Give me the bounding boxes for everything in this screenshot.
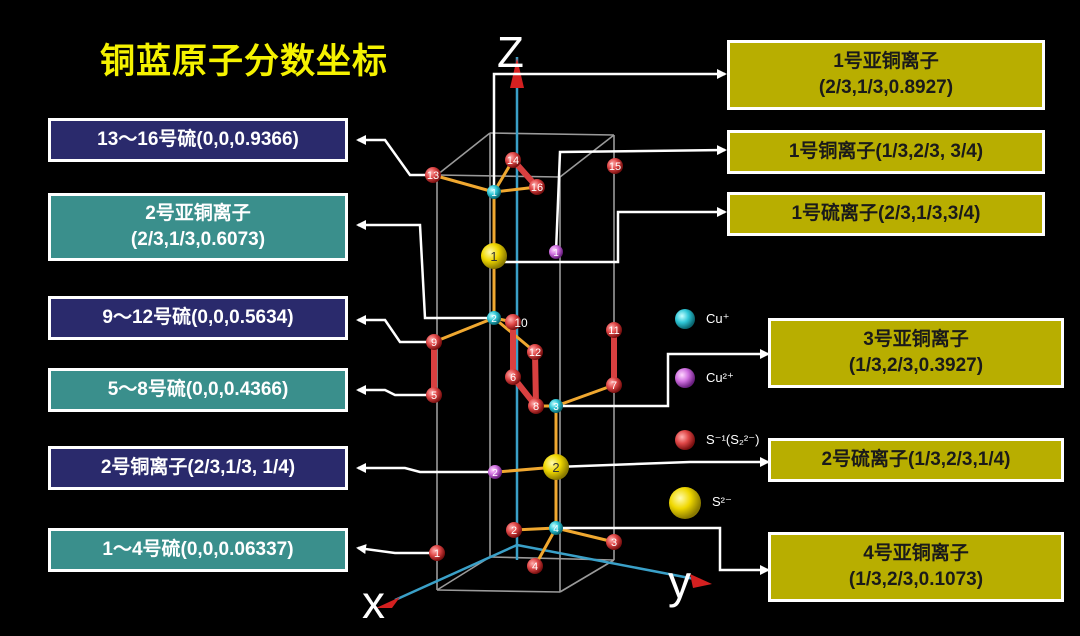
label-cu-plus-1: 1号亚铜离子 (2/3,1/3,0.8927) [727, 40, 1045, 110]
svg-text:12: 12 [529, 347, 541, 359]
label-cu2-1: 1号铜离子(1/3,2/3, 3/4) [727, 130, 1045, 174]
svg-text:1: 1 [434, 548, 440, 560]
svg-text:15: 15 [609, 161, 621, 173]
label-s2-2: 2号硫离子(1/3,2/3,1/4) [768, 438, 1064, 482]
cu2-atom-1: 1 [549, 245, 563, 259]
legend-cu2-marker [675, 368, 695, 388]
label-cu2-2: 2号铜离子(2/3,1/3, 1/4) [48, 446, 348, 490]
legend-s2-marker [669, 487, 701, 519]
legend-cu2-label: Cu²⁺ [706, 370, 734, 385]
bonds [431, 157, 617, 568]
connectors [356, 69, 770, 575]
s-minus-atom-5: 5 [426, 387, 442, 403]
s-minus-atom-11: 11 [606, 322, 622, 338]
legend-cu-plus-marker [675, 309, 695, 329]
svg-text:5: 5 [431, 390, 437, 402]
label-text: 1号硫离子(2/3,1/3,3/4) [791, 203, 981, 225]
label-line2: (2/3,1/3,0.6073) [130, 229, 266, 250]
label-cu-plus-3: 3号亚铜离子 (1/3,2/3,0.3927) [768, 318, 1064, 388]
svg-text:6: 6 [510, 372, 516, 384]
s-minus-atom-8: 8 [528, 398, 544, 414]
s2-atom-2: 2 [543, 454, 569, 480]
label-cu-plus-4: 4号亚铜离子 (1/3,2/3,0.1073) [768, 532, 1064, 602]
svg-text:9: 9 [431, 337, 437, 349]
label-line1: 4号亚铜离子 [863, 543, 969, 565]
cu-plus-atom-2: 2 [487, 311, 501, 325]
s-minus-atom-6: 6 [505, 369, 521, 385]
cu-plus-atom-3: 3 [549, 399, 563, 413]
cu-plus-atom-1: 1 [487, 185, 501, 199]
svg-text:13: 13 [427, 170, 439, 182]
svg-text:11: 11 [608, 325, 619, 337]
svg-text:4: 4 [532, 561, 538, 573]
cu2-atom-2: 2 [488, 465, 502, 479]
legend-markers [669, 309, 701, 519]
s-minus-atom-15: 15 [607, 158, 623, 174]
label-s-1-4: 1～4号硫(0,0,0.06337) [48, 528, 348, 572]
svg-text:10: 10 [514, 316, 528, 330]
label-text: 1～4号硫(0,0,0.06337) [102, 539, 294, 561]
label-line1: 1号亚铜离子 [833, 51, 939, 73]
label-s2-1: 1号硫离子(2/3,1/3,3/4) [727, 192, 1045, 236]
svg-text:2: 2 [492, 468, 498, 479]
label-line2: (1/3,2/3,0.1073) [848, 569, 984, 590]
s-minus-atom-7: 7 [606, 377, 622, 393]
label-line2: (2/3,1/3,0.8927) [818, 77, 954, 98]
svg-text:14: 14 [507, 155, 519, 167]
s-minus-atom-3: 3 [606, 534, 622, 550]
svg-text:1: 1 [491, 188, 497, 199]
y-axis-label: y [668, 556, 691, 608]
axes: Z x y [362, 28, 712, 628]
label-text: 9～12号硫(0,0,0.5634) [102, 307, 294, 329]
x-axis-label: x [362, 576, 385, 628]
s-minus-atom-2: 2 [506, 522, 522, 538]
svg-text:8: 8 [533, 401, 539, 413]
svg-text:1: 1 [490, 249, 497, 264]
label-text: 5～8号硫(0,0,0.4366) [107, 379, 289, 401]
label-text: 2号铜离子(2/3,1/3, 1/4) [100, 457, 296, 479]
s2-atom-1: 1 [481, 243, 507, 269]
svg-text:2: 2 [552, 460, 559, 475]
diagram-title: 铜蓝原子分数坐标 [100, 42, 389, 82]
label-text: 1号铜离子(1/3,2/3, 3/4) [788, 141, 984, 163]
svg-text:1: 1 [553, 248, 559, 259]
label-s-13-16: 13～16号硫(0,0,0.9366) [48, 118, 348, 162]
legend-s2-label: S²⁻ [712, 494, 732, 509]
label-s-9-12: 9～12号硫(0,0,0.5634) [48, 296, 348, 340]
unit-cell [436, 132, 615, 593]
label-line1: 2号亚铜离子 [145, 203, 251, 225]
svg-text:2: 2 [511, 525, 517, 537]
label-s-5-8: 5～8号硫(0,0,0.4366) [48, 368, 348, 412]
s-minus-atom-9: 9 [426, 334, 442, 350]
s-minus-atom-12: 12 [527, 344, 543, 360]
s-minus-atom-16: 16 [529, 179, 545, 195]
svg-text:4: 4 [553, 524, 559, 535]
z-axis-label: Z [497, 28, 524, 77]
s-minus-atom-4: 4 [527, 558, 543, 574]
label-text: 13～16号硫(0,0,0.9366) [97, 129, 299, 151]
legend-cu-plus-label: Cu⁺ [706, 311, 730, 326]
atoms: 1 2 3 4 5 6 7 8 9 10 11 12 13 14 15 16 1… [425, 152, 623, 574]
label-line1: 3号亚铜离子 [863, 329, 969, 351]
cu-plus-atom-4: 4 [549, 521, 563, 535]
label-line2: (1/3,2/3,0.3927) [848, 355, 984, 376]
svg-text:3: 3 [553, 402, 559, 413]
svg-text:3: 3 [611, 537, 617, 549]
s-minus-atom-10: 10 [505, 314, 528, 330]
svg-text:7: 7 [611, 380, 617, 392]
s-minus-atom-1: 1 [429, 545, 445, 561]
s-minus-atom-13: 13 [425, 167, 441, 183]
legend-s-minus-label: S⁻¹(S₂²⁻) [706, 432, 760, 447]
label-text: 2号硫离子(1/3,2/3,1/4) [821, 449, 1011, 471]
label-cu-plus-2: 2号亚铜离子 (2/3,1/3,0.6073) [48, 193, 348, 261]
s-minus-atom-14: 14 [505, 152, 521, 168]
svg-text:16: 16 [531, 182, 543, 194]
legend-s-minus-marker [675, 430, 695, 450]
svg-text:2: 2 [491, 314, 497, 325]
